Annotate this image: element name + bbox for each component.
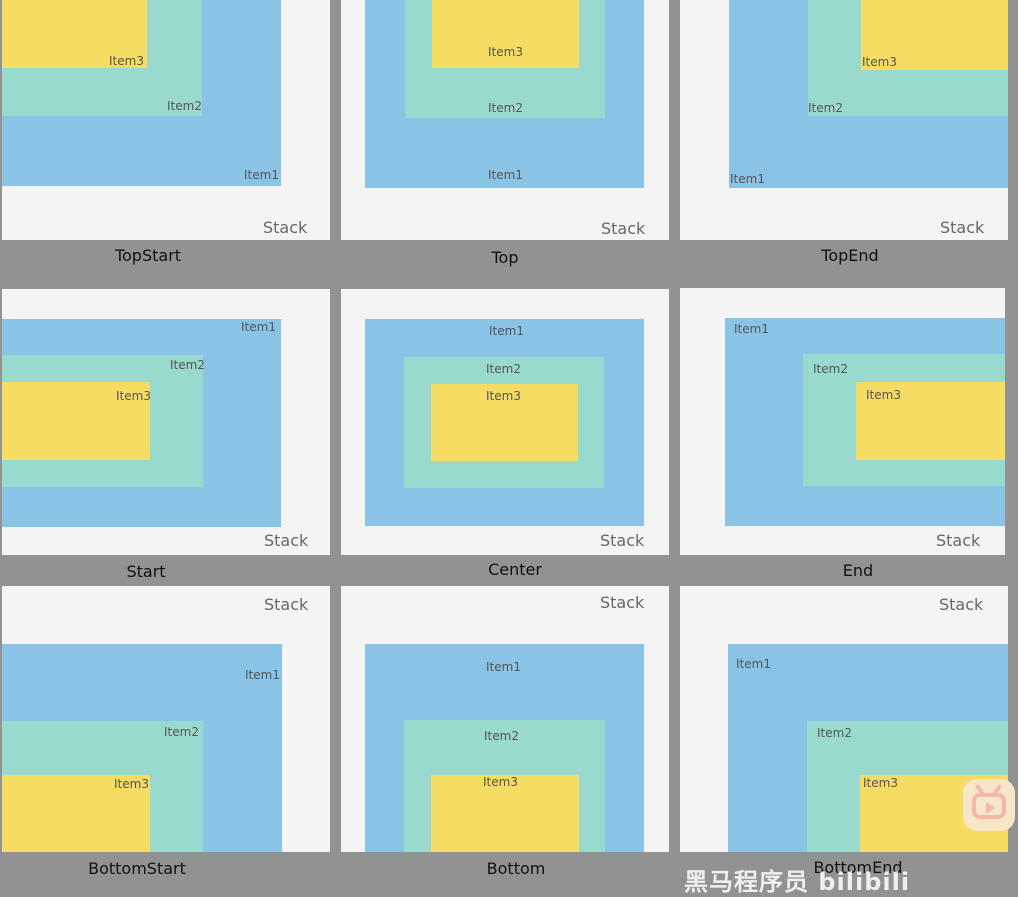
caption-bottom-end: BottomEnd [813, 858, 903, 877]
item3-label: Item3 [866, 388, 901, 402]
watermark: 黑马程序员 bilibili [684, 868, 911, 896]
item2-label: Item2 [817, 726, 852, 740]
item3-label: Item3 [114, 777, 149, 791]
panel-top: Item1 Item2 Item3 Stack [341, 0, 669, 240]
stack-label: Stack [939, 595, 984, 614]
stack-label: Stack [940, 218, 985, 237]
item3-box [2, 382, 150, 460]
caption-bottom-start: BottomStart [88, 859, 186, 878]
item1-label: Item1 [241, 320, 276, 334]
caption-bottom: Bottom [486, 859, 546, 878]
item2-label: Item2 [164, 725, 199, 739]
item3-box [856, 382, 1005, 460]
item3-box [2, 775, 150, 852]
item2-label: Item2 [167, 99, 202, 113]
item3-label: Item3 [862, 55, 897, 69]
stack-label: Stack [936, 531, 981, 550]
item1-label: Item1 [244, 168, 279, 182]
panel-start: Item1 Item2 Item3 Stack [2, 289, 330, 555]
stack-label: Stack [600, 593, 645, 612]
panel-top-end: Item1 Item2 Item3 Stack [680, 0, 1008, 240]
panel-top-start: Item1 Item2 Item3 Stack [2, 0, 330, 240]
stack-label: Stack [264, 531, 309, 550]
panel-bottom-start: Item1 Item2 Item3 Stack [2, 586, 330, 852]
item3-box [431, 775, 579, 852]
panel-bottom: Item1 Item2 Item3 Stack [341, 586, 669, 852]
item1-label: Item1 [245, 668, 280, 682]
caption-start: Start [126, 562, 166, 581]
item1-label: Item1 [736, 657, 771, 671]
panel-bottom-end: Item1 Item2 Item3 Stack [680, 586, 1008, 852]
item2-label: Item2 [808, 101, 843, 115]
item2-label: Item2 [488, 101, 523, 115]
item2-label: Item2 [486, 362, 521, 376]
stack-label: Stack [601, 219, 646, 238]
item3-label: Item3 [863, 776, 898, 790]
caption-center: Center [488, 560, 542, 579]
item1-label: Item1 [730, 172, 765, 186]
item3-box [432, 0, 579, 68]
bilibili-tv-icon [963, 779, 1015, 831]
panel-center: Item1 Item2 Item3 Stack [341, 289, 669, 555]
panel-end: Item1 Item2 Item3 Stack [680, 288, 1005, 555]
item3-box [431, 384, 578, 461]
item2-label: Item2 [813, 362, 848, 376]
stack-label: Stack [263, 218, 308, 237]
item1-label: Item1 [734, 322, 769, 336]
item3-label: Item3 [483, 775, 518, 789]
item1-label: Item1 [486, 660, 521, 674]
item3-label: Item3 [109, 54, 144, 68]
item3-box [2, 0, 147, 68]
caption-top-start: TopStart [114, 246, 182, 265]
item3-label: Item3 [488, 45, 523, 59]
item2-label: Item2 [484, 729, 519, 743]
caption-top: Top [491, 248, 519, 267]
item1-label: Item1 [489, 324, 524, 338]
stack-label: Stack [600, 531, 645, 550]
item3-box [861, 0, 1008, 70]
stack-label: Stack [264, 595, 309, 614]
caption-top-end: TopEnd [821, 246, 879, 265]
item2-label: Item2 [170, 358, 205, 372]
caption-end: End [842, 561, 874, 580]
item3-label: Item3 [486, 389, 521, 403]
item3-label: Item3 [116, 389, 151, 403]
item1-label: Item1 [488, 168, 523, 182]
